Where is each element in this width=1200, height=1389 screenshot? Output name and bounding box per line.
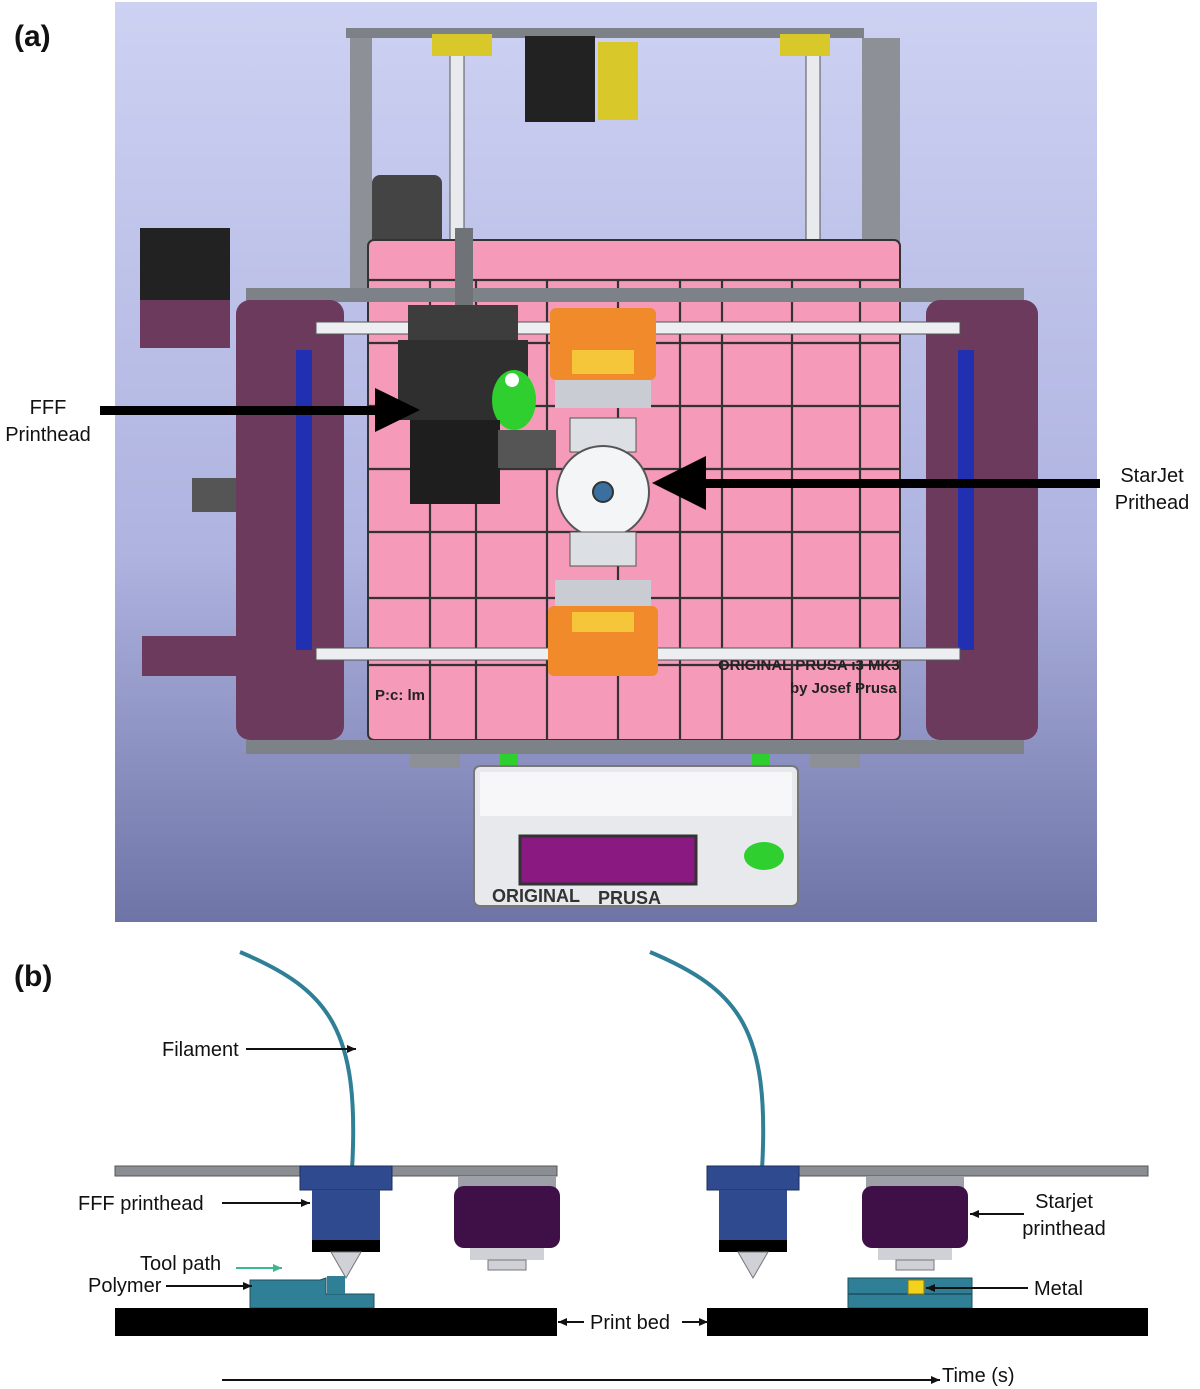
panel-a-letter: (a) (14, 20, 51, 53)
lower-carriage-base (555, 580, 651, 606)
z-motor-mount-left (372, 175, 442, 247)
starjet-tip-left (487, 1259, 527, 1271)
fff-nozzle-right (737, 1251, 769, 1280)
starjet-nozzle (592, 481, 614, 503)
right-blue-rail (958, 350, 974, 650)
top-motor (525, 36, 595, 122)
filament-label: Filament (162, 1039, 239, 1061)
fff-extruder-side (498, 430, 556, 468)
starjet-label-line1: StarJet (1120, 465, 1184, 487)
left-side-frame (236, 300, 344, 740)
fff-head-body-left (312, 1190, 380, 1240)
metal-deposit (907, 1279, 925, 1295)
starjet-base-left (470, 1248, 544, 1260)
fff-head-top-right (706, 1165, 800, 1191)
starjet-cap-left (458, 1176, 556, 1188)
left-vertical-extrusion (350, 38, 372, 298)
printer-render: P:c: lm ORIGINAL PRUSA i3 MK3 by Josef P… (115, 2, 1097, 922)
print-bed-left (115, 1308, 557, 1336)
left-blue-rail (296, 350, 312, 650)
lcd-enclosure-top (480, 772, 792, 816)
starjet-tip-right (895, 1259, 935, 1271)
left-z-rod (449, 39, 465, 251)
left-top-bracket (432, 34, 492, 56)
foot-right (810, 754, 860, 768)
right-side-frame (926, 300, 1038, 740)
starjet-cap-right (866, 1176, 964, 1188)
right-top-bracket (780, 34, 830, 56)
starjet-label-line2: Prithead (1115, 492, 1190, 514)
bed-text-right-line2: by Josef Prusa (790, 680, 897, 697)
side-bracket-lower (142, 636, 242, 676)
starjet-assembly (548, 308, 658, 676)
scene-starjet-printing (649, 950, 1149, 1336)
fff-fan-green (492, 370, 536, 430)
lower-orange-insert (572, 612, 634, 632)
top-frame-bar (346, 28, 864, 38)
fff-head-body-right (719, 1190, 787, 1240)
bed-text-right-line1: ORIGINAL PRUSA i3 MK3 (718, 657, 900, 674)
filament-left (239, 950, 356, 1171)
fff-pointer-arrow (100, 388, 420, 432)
lower-frame-bar (246, 740, 1024, 754)
print-bed-label: Print bed (590, 1312, 670, 1334)
lcd-brand-large: PRUSA (598, 888, 661, 908)
upper-carriage-base (555, 380, 651, 408)
lcd-unit: ORIGINAL PRUSA (473, 765, 799, 908)
starjet-printhead-label-line2: printhead (1022, 1218, 1105, 1240)
polymer-deposit (249, 1277, 375, 1309)
filament-right (649, 950, 766, 1171)
starjet-printhead-label-line1: Starjet (1035, 1191, 1093, 1213)
lcd-knob (744, 842, 784, 870)
fff-idler (505, 373, 519, 387)
fff-extruder-assembly (398, 305, 556, 504)
tool-path-label: Tool path (140, 1253, 221, 1275)
center-post (455, 228, 473, 308)
fff-head-band-right (719, 1240, 787, 1252)
side-motor-mount (140, 300, 230, 348)
side-clip (192, 478, 244, 512)
right-z-rod (805, 39, 821, 251)
fff-head-top-left (299, 1165, 393, 1191)
fff-extruder-motor (410, 420, 500, 504)
upper-frame-bar (246, 288, 1024, 302)
metal-label: Metal (1034, 1278, 1083, 1300)
green-clip-right (752, 754, 770, 766)
starjet-head-right (862, 1186, 968, 1248)
upper-orange-insert (572, 350, 634, 374)
fff-nozzle-left (330, 1251, 362, 1280)
fff-printhead-label: FFF printhead (78, 1193, 204, 1215)
lcd-brand-small: ORIGINAL (492, 886, 580, 906)
green-clip-left (500, 754, 518, 766)
polymer-extrusion (327, 1276, 345, 1294)
print-bed-right (707, 1308, 1148, 1336)
fff-label-line2: Printhead (5, 424, 91, 446)
starjet-base-right (878, 1248, 952, 1260)
lower-clamp (569, 531, 637, 567)
scene-fff-printing (114, 950, 560, 1336)
bed-text-left: P:c: lm (375, 687, 425, 704)
starjet-head-left (454, 1186, 560, 1248)
panel-b-letter: (b) (14, 960, 52, 993)
top-motor-mount (598, 42, 638, 120)
polymer-label: Polymer (88, 1275, 162, 1297)
starjet-pointer-arrow (652, 456, 1100, 510)
lcd-screen (518, 834, 698, 886)
side-motor (140, 228, 230, 300)
fff-head-band-left (312, 1240, 380, 1252)
fff-label-line1: FFF (30, 397, 67, 419)
time-label: Time (s) (942, 1365, 1015, 1387)
foot-left (410, 754, 460, 768)
